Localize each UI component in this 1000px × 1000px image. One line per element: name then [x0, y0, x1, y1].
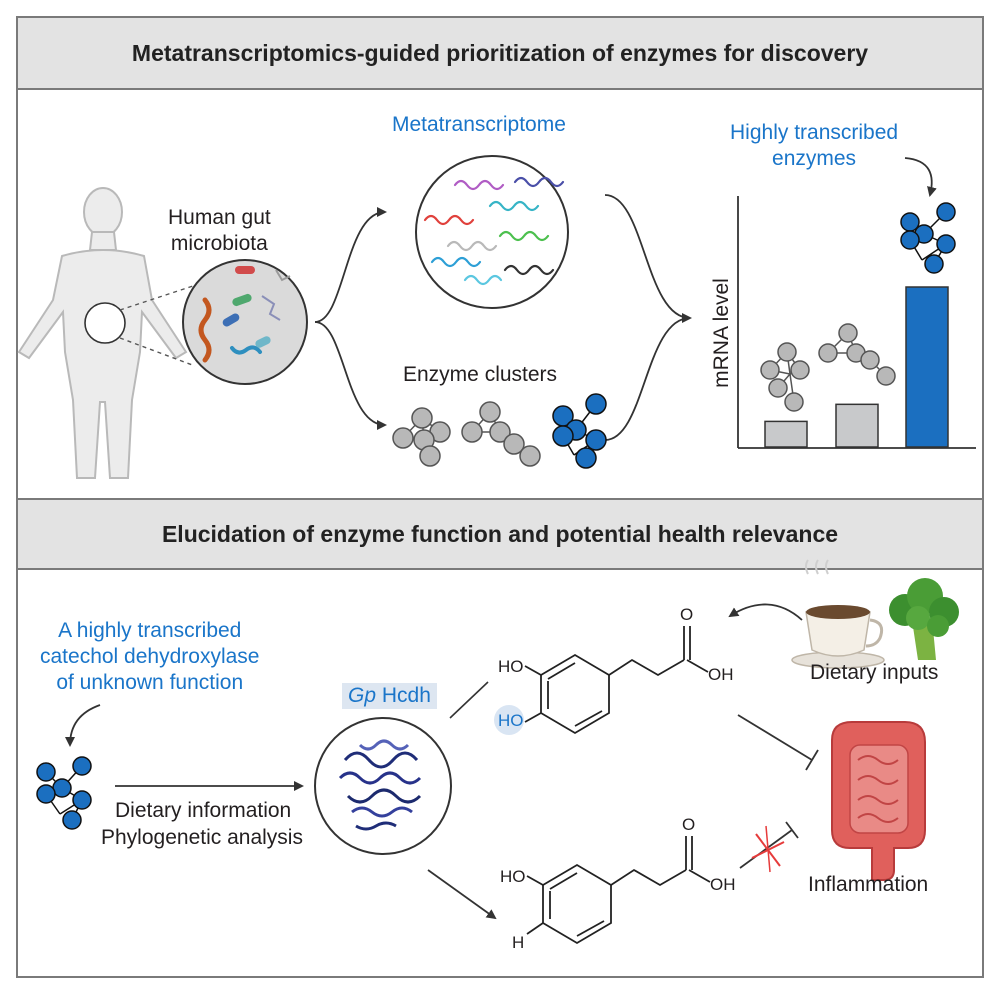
- zoom-line-top: [119, 285, 194, 311]
- arrow-label-phylogenetic: Phylogenetic analysis: [101, 826, 303, 849]
- mol1-ho-bottom: HO: [498, 711, 524, 730]
- bar-3: [905, 286, 949, 448]
- metatranscriptome-circle: [415, 155, 569, 309]
- enzyme-clusters-label: Enzyme clusters: [403, 363, 558, 386]
- human-gut-label: Human gut microbiota: [168, 206, 271, 255]
- metatranscriptome-label: Metatranscriptome: [392, 113, 566, 136]
- merge-arrow-top: [604, 194, 691, 319]
- enzyme-name: Gp Hcdh: [342, 683, 437, 709]
- highlighted-hydroxyl: [494, 705, 524, 735]
- enzyme-to-mol1-line: [449, 681, 489, 719]
- bar-1: [764, 420, 808, 448]
- enzyme-cluster-1: [392, 407, 451, 467]
- figure-frame: [16, 16, 984, 978]
- arrow-to-enzyme-clusters: [314, 321, 387, 430]
- bar-2: [835, 403, 879, 448]
- mol2-oh: OH: [710, 875, 736, 894]
- chart-y-label: mRNA level: [710, 278, 733, 388]
- inflammation-label: Inflammation: [808, 873, 929, 896]
- highly-transcribed-arrow: [904, 157, 937, 197]
- mrna-chart: [737, 196, 976, 449]
- mol2-ho-top: HO: [500, 867, 526, 886]
- intestine-icon: [831, 721, 926, 881]
- molecule-1: [494, 626, 709, 735]
- top-panel-title: Metatranscriptomics-guided prioritizatio…: [18, 18, 982, 90]
- bar-cluster-2: [818, 323, 896, 386]
- dietary-inputs-label: Dietary inputs: [810, 661, 939, 684]
- bottom-enzyme-cluster: [36, 756, 92, 830]
- gut-region-circle: [84, 302, 126, 344]
- inhibition-line-blocked: [739, 821, 799, 873]
- mol1-ho-top: HO: [498, 657, 524, 676]
- mol2-o: O: [682, 815, 696, 834]
- enzyme-description: A highly transcribed catechol dehydroxyl…: [40, 619, 260, 694]
- bar-cluster-1: [760, 342, 810, 412]
- microbiota-circle: [182, 259, 308, 385]
- dietary-input-arrow: [728, 603, 803, 621]
- inhibition-line-active: [737, 714, 819, 771]
- enzyme-to-mol2-arrow: [427, 869, 497, 920]
- mol2-h: H: [512, 933, 525, 952]
- human-body-icon: [17, 187, 188, 479]
- enzyme-desc-arrow: [65, 704, 101, 747]
- broccoli-icon: [889, 578, 959, 660]
- enzyme-cluster-2: [461, 401, 541, 467]
- coffee-cup-icon: [791, 559, 885, 669]
- arrow-label-dietary: Dietary information: [115, 799, 292, 822]
- highly-transcribed-label: Highly transcribed enzymes: [730, 121, 899, 170]
- protein-structure-circle: [314, 717, 452, 855]
- enzyme-cluster-3: [552, 393, 607, 469]
- bottom-panel-title: Elucidation of enzyme function and poten…: [18, 498, 982, 570]
- molecule-2: [526, 836, 711, 945]
- bar-cluster-3: [900, 202, 956, 274]
- mol1-o: O: [680, 605, 694, 624]
- merge-arrow-bottom: [604, 313, 692, 441]
- mol1-oh: OH: [708, 665, 734, 684]
- zoom-line-bottom: [119, 337, 196, 367]
- arrow-to-metatranscriptome: [314, 207, 387, 323]
